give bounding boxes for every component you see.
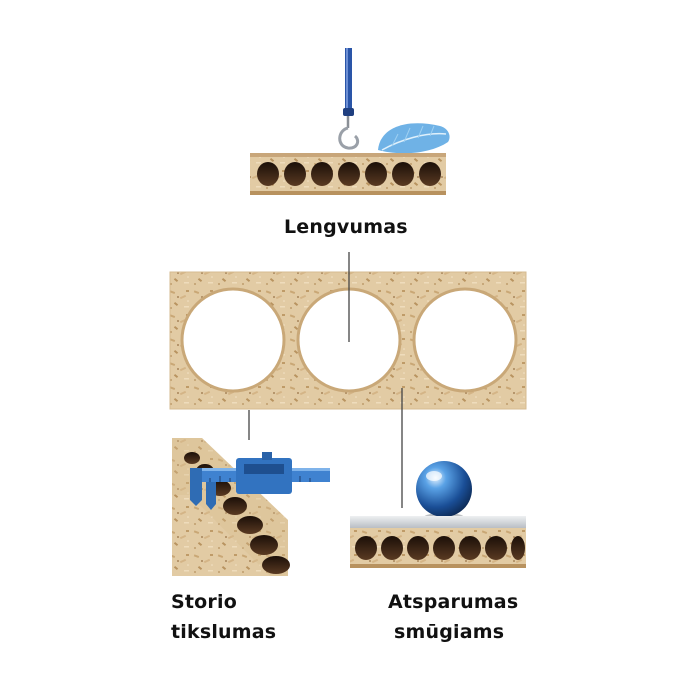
label-thickness-line2: tikslumas [171,621,277,643]
hanging-board-holes [257,162,441,186]
caliper-icon [190,452,330,510]
main-board-cross-section [169,271,527,410]
impact-board-holes [355,536,525,560]
hanging-board-illustration [250,48,450,195]
hook-pole [345,48,352,110]
label-thickness-line1: Storio [171,591,237,613]
label-impact-line2: smūgiams [394,621,505,643]
impact-test-illustration [350,461,526,568]
label-impact-line1: Atsparumas [388,591,519,613]
connector-lines [248,252,403,508]
label-lightness: Lengvumas [284,216,408,238]
caliper-measurement-illustration [172,438,330,576]
feather-icon [378,123,450,154]
hook-icon [338,116,360,150]
steel-ball-icon [416,461,472,521]
